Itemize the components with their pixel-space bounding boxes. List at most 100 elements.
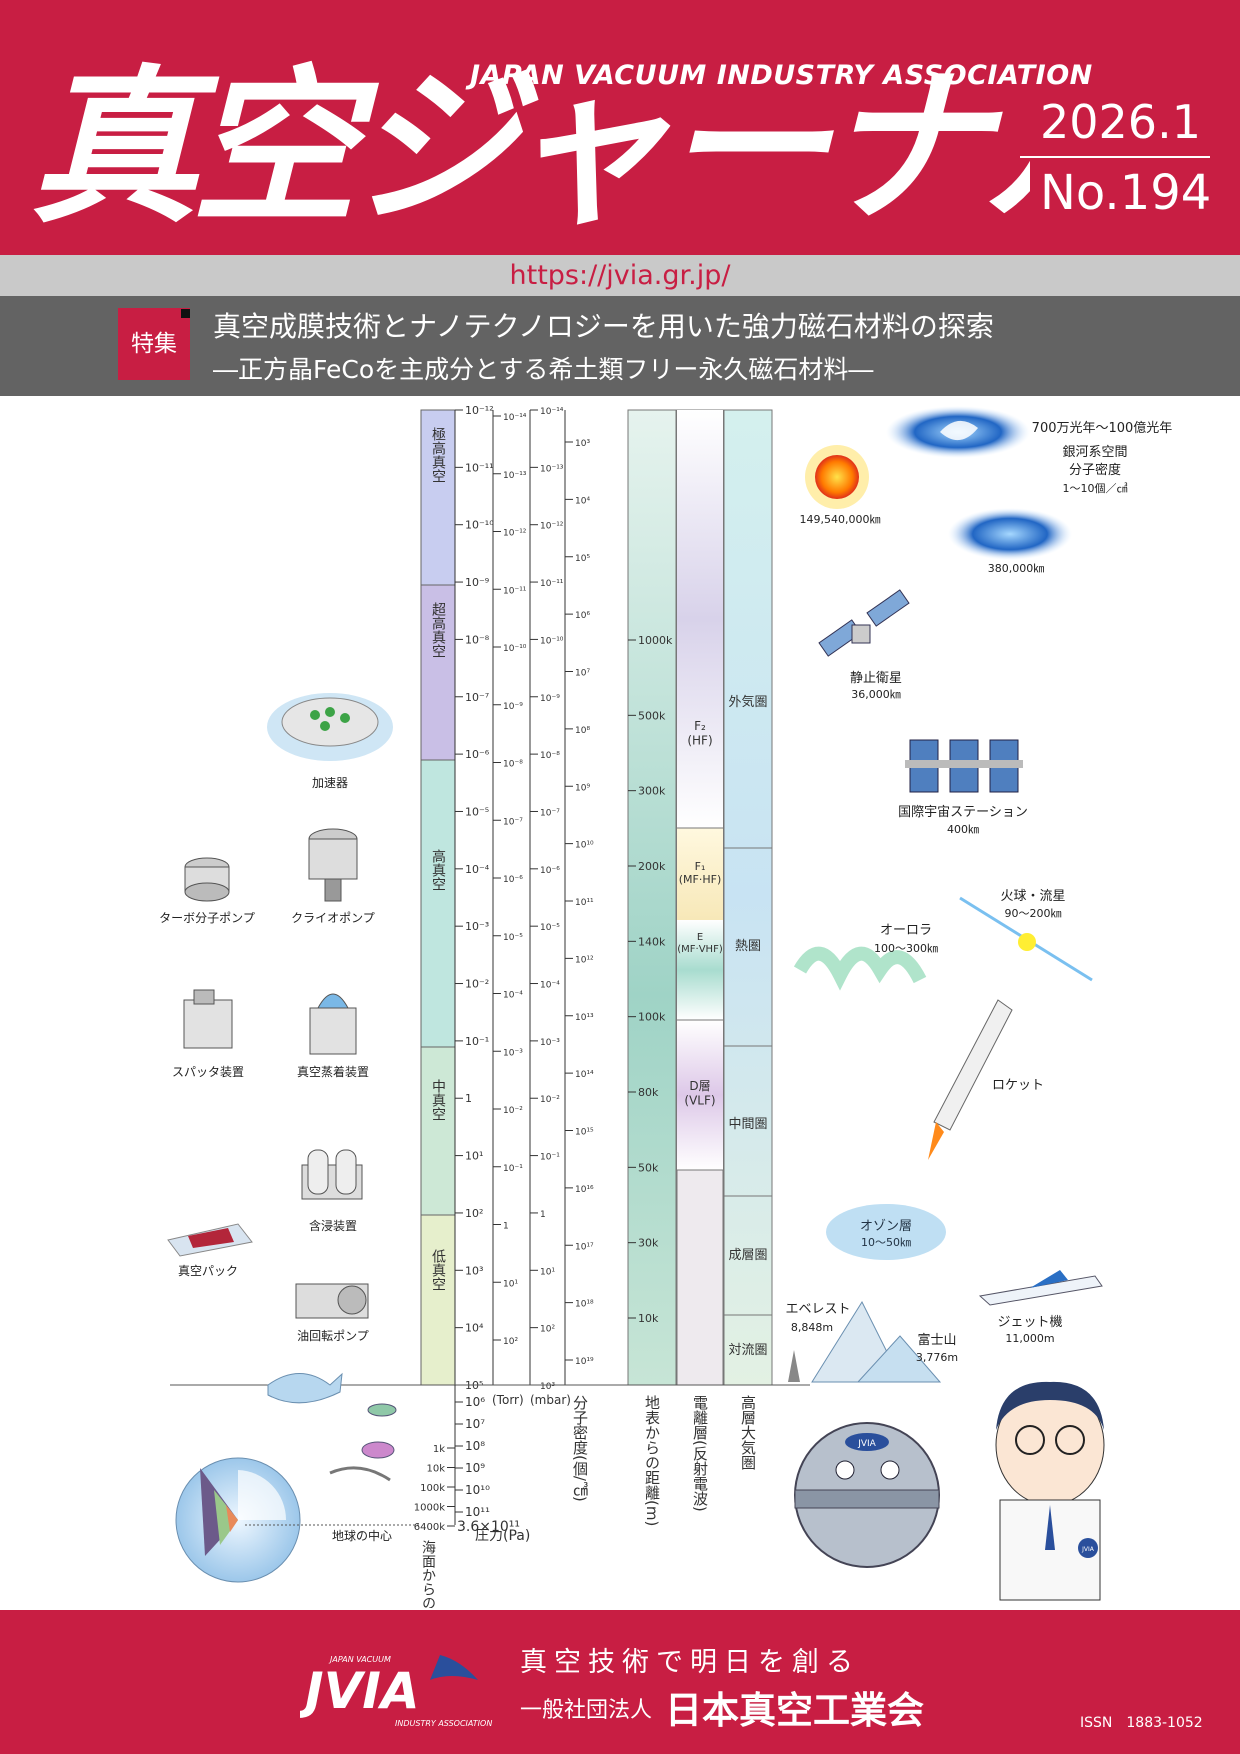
- density-tick-label: 10⁵: [575, 554, 590, 564]
- torr-tick-label: 10⁻³: [503, 1048, 523, 1058]
- altitude-column: [627, 409, 677, 1386]
- mbar-tick-label: 10²: [540, 1325, 555, 1335]
- pa-tick-label: 10⁻¹: [465, 1035, 489, 1048]
- density-tick-label: 10¹²: [575, 955, 594, 965]
- ionosphere-f1: [677, 828, 723, 920]
- issue-date: 2026.1: [1040, 95, 1201, 149]
- label-vacuum-pack: 真空パック: [178, 1264, 238, 1278]
- label-evaporator: 真空蒸着装置: [297, 1064, 369, 1079]
- ionosphere-f1-label: F₁(MF·HF): [679, 860, 722, 886]
- torr-tick-label: 10⁻⁸: [503, 760, 523, 770]
- altitude-tick-label: 500k: [638, 709, 666, 722]
- mbar-tick-label: 10⁻¹⁰: [540, 636, 564, 646]
- label-everest: エベレスト: [785, 1302, 850, 1317]
- issn: ISSN 1883-1052: [1080, 1715, 1203, 1731]
- mbar-tick-label: 10⁻⁹: [540, 694, 560, 704]
- mbar-tick-label: 10⁻¹¹: [540, 579, 564, 589]
- label-accelerator: 加速器: [312, 776, 348, 790]
- iss-icon: [905, 739, 1023, 793]
- torr-tick-label: 1: [503, 1222, 509, 1232]
- mbar-tick-label: 10⁻³: [540, 1038, 560, 1048]
- torr-tick-label: 10⁻¹²: [503, 529, 527, 539]
- robot-mascot-icon: [794, 1422, 940, 1568]
- mbar-tick-label: 10⁻¹³: [540, 464, 564, 474]
- torr-tick-label: 10⁻¹¹: [503, 586, 527, 596]
- atmosphere-1: 熱圏: [735, 939, 761, 954]
- journal-title-logo: 真空ジャーナル: [30, 50, 1030, 238]
- altitude-tick-label: 140k: [638, 935, 666, 948]
- mbar-tick-label: 10⁻⁸: [540, 751, 560, 761]
- density-tick-label: 10¹⁴: [575, 1070, 594, 1080]
- label-iss-alt: 400㎞: [947, 823, 979, 836]
- torr-tick-label: 10⁻¹⁰: [503, 644, 527, 654]
- feature-subtitle: ―正方晶FeCoを主成分とする希土類フリー永久磁石材料―: [213, 355, 874, 384]
- label-galaxy-density-value: 1～10個／㎤: [1063, 482, 1128, 495]
- axis-ionosphere: 電離層(反射電波): [691, 1395, 709, 1512]
- fish-icon: [329, 1403, 397, 1482]
- depth-tick-label: 6400k: [414, 1522, 445, 1533]
- vacuum-level-3: 中真空: [430, 1079, 446, 1121]
- ionosphere-d-label: D層(VLF): [684, 1079, 715, 1107]
- rotary-pump-icon: [295, 1283, 369, 1319]
- website-link[interactable]: https://jvia.gr.jp/: [509, 260, 731, 291]
- ozone-cloud-icon: [826, 1204, 946, 1260]
- altitude-tick-label: 200k: [638, 860, 666, 873]
- atmosphere-3: 成層圏: [728, 1248, 767, 1263]
- association-name: JAPAN VACUUM INDUSTRY ASSOCIATION: [470, 60, 1093, 91]
- altitude-tick-label: 1000k: [638, 634, 673, 647]
- label-fuji-alt: 3,776m: [916, 1351, 958, 1364]
- altitude-tick-label: 100k: [638, 1011, 666, 1024]
- deep-pa-tick-label: 10⁹: [465, 1461, 485, 1475]
- deep-pa-tick-label: 10⁷: [465, 1417, 485, 1431]
- altitude-tick-label: 80k: [638, 1086, 659, 1099]
- density-tick-label: 10¹⁰: [575, 841, 594, 851]
- svg-text:JAPAN VACUUM: JAPAN VACUUM: [328, 1655, 391, 1664]
- label-meteor-alt: 90～200㎞: [1005, 907, 1062, 920]
- evaporator-icon: [309, 993, 357, 1055]
- axis-altitude: 地表からの距離(m): [643, 1395, 661, 1526]
- label-satellite-alt: 36,000㎞: [851, 688, 901, 701]
- label-jet-alt: 11,000m: [1005, 1332, 1054, 1345]
- vacuum-level-0: 極高真空: [430, 427, 446, 483]
- mbar-tick-label: 10⁻²: [540, 1095, 560, 1105]
- density-tick-label: 10³: [575, 439, 590, 449]
- vacuum-level-4: 低真空: [430, 1249, 446, 1291]
- label-turbo-pump: ターボ分子ポンプ: [159, 911, 255, 925]
- density-tick-label: 10¹⁷: [575, 1242, 594, 1252]
- label-sputtering: スパッタ装置: [172, 1065, 244, 1079]
- scientist-badge: JVIA: [1081, 1546, 1095, 1553]
- mbar-tick-label: 10⁻⁷: [540, 808, 560, 818]
- mbar-tick-label: 10⁻⁵: [540, 923, 560, 933]
- torr-tick-label: 10⁻⁹: [503, 702, 523, 712]
- pa-tick-label: 10⁻¹²: [465, 404, 494, 417]
- mbar-tick-label: 10⁻¹⁴: [540, 407, 564, 417]
- vacuum-level-1: 超高真空: [430, 602, 446, 658]
- mbar-tick-label: 10¹: [540, 1267, 555, 1277]
- url-bar: [0, 255, 1240, 296]
- axis-atmosphere: 高層大気圏: [739, 1395, 757, 1470]
- jet-icon: [978, 1270, 1103, 1306]
- torr-tick-label: 10⁻⁵: [503, 933, 523, 943]
- density-tick-label: 10¹³: [575, 1013, 594, 1023]
- svg-text:真空ジャーナル: 真空ジャーナル: [30, 50, 1030, 238]
- axis-density: 分子密度(個/㎤): [571, 1395, 589, 1502]
- axis-torr: (Torr): [492, 1393, 524, 1407]
- torr-tick-label: 10⁻⁶: [503, 875, 523, 885]
- pa-tick-label: 10⁻⁴: [465, 863, 490, 876]
- mbar-tick-label: 10⁻⁴: [540, 981, 560, 991]
- label-galaxy-density: 分子密度: [1069, 462, 1121, 478]
- pa-tick-label: 10⁻²: [465, 978, 489, 991]
- mountains-icon: [788, 1300, 942, 1383]
- accelerator-icon: [267, 693, 393, 761]
- header-band: [0, 0, 1240, 255]
- vacuum-pack-icon: [167, 1223, 253, 1257]
- corp-name: 日本真空工業会: [665, 1689, 924, 1732]
- pa-tick-label: 10⁻³: [465, 920, 489, 933]
- density-tick-label: 10⁸: [575, 726, 590, 736]
- atmosphere-2: 中間圏: [728, 1117, 767, 1132]
- satellite-icon: [818, 589, 910, 657]
- mbar-tick-label: 10³: [540, 1382, 555, 1392]
- altitude-tick-label: 30k: [638, 1237, 659, 1250]
- torr-tick-label: 10⁻¹⁴: [503, 413, 527, 423]
